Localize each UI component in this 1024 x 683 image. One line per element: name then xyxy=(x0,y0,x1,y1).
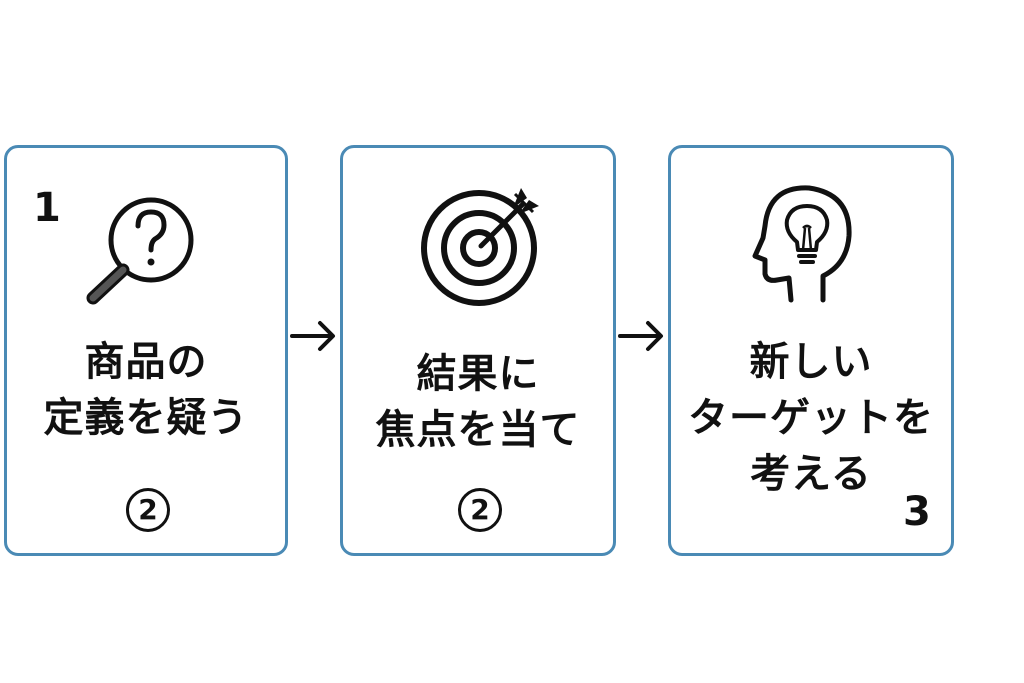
step-title-line: 考える xyxy=(750,451,872,497)
circled-number-badge: 2 xyxy=(126,488,170,532)
step-title-line: 商品の xyxy=(84,339,208,385)
circled-number-badge: 2 xyxy=(458,488,502,532)
step-card-2: 結果に 焦点を当て 2 xyxy=(340,145,616,556)
step-title-line: 定義を疑う xyxy=(43,395,249,441)
target-arrow-icon xyxy=(421,188,539,306)
step-title-line: 新しい xyxy=(749,339,873,385)
head-lightbulb-icon xyxy=(752,185,852,303)
step-number: 3 xyxy=(903,489,931,535)
step-title: 新しい ターゲットを 考える xyxy=(671,334,951,502)
arrow-right-icon xyxy=(618,321,663,351)
step-title-line: 焦点を当て xyxy=(375,407,581,453)
step-title-line: 結果に xyxy=(416,351,540,397)
step-number: 1 xyxy=(33,185,61,231)
step-title-line: ターゲットを xyxy=(688,395,934,441)
step-title: 結果に 焦点を当て xyxy=(343,346,613,458)
step-card-1: 1 商品の 定義を疑う 2 xyxy=(4,145,288,556)
magnifier-question-icon xyxy=(86,197,194,305)
step-title: 商品の 定義を疑う xyxy=(7,334,285,446)
step-card-3: 新しい ターゲットを 考える 3 xyxy=(668,145,954,556)
arrow-right-icon xyxy=(290,321,335,351)
